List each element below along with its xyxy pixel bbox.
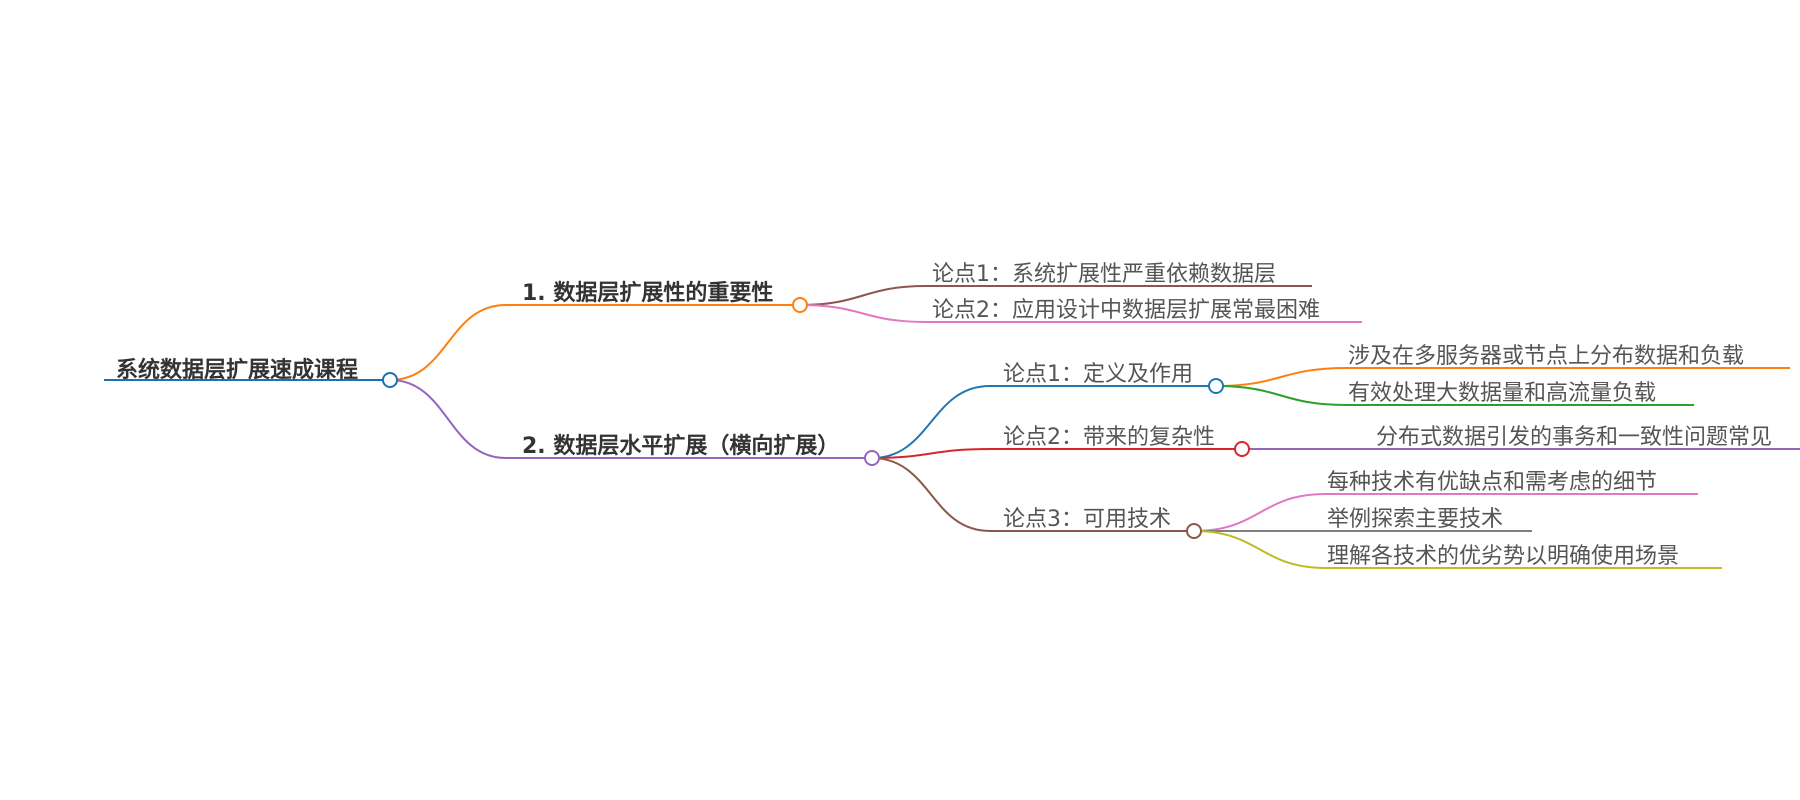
point-2-collapse-toggle[interactable] — [1234, 441, 1250, 457]
point-3-collapse-toggle[interactable] — [1186, 523, 1202, 539]
point-1-collapse-toggle[interactable] — [1208, 378, 1224, 394]
edge-branch-2-point-3 — [871, 457, 991, 532]
branch-2-collapse-toggle[interactable] — [864, 450, 880, 466]
root-collapse-toggle[interactable] — [382, 372, 398, 388]
branch-2-topic: 2. 数据层水平扩展（横向扩展） — [522, 433, 839, 459]
branch-1-topic: 1. 数据层扩展性的重要性 — [522, 280, 773, 306]
mindmap-underlines — [104, 285, 1800, 569]
root-topic: 系统数据层扩展速成课程 — [116, 357, 358, 383]
edge-branch-1-point-2 — [799, 304, 927, 323]
branch-1-collapse-toggle[interactable] — [792, 297, 808, 313]
edge-point-3-detail-3 — [1193, 530, 1327, 569]
detail-3-3-topic: 理解各技术的优劣势以明确使用场景 — [1327, 544, 1679, 569]
point-1-2-topic: 论点2：应用设计中数据层扩展常最困难 — [932, 298, 1320, 323]
point-1-1-topic: 论点1：系统扩展性严重依赖数据层 — [932, 262, 1276, 287]
edge-point-1-detail-1 — [1215, 367, 1347, 387]
point-2-1-topic: 论点1：定义及作用 — [1003, 362, 1193, 387]
edge-root-branch-2 — [389, 379, 507, 459]
mindmap-labels: 系统数据层扩展速成课程 1. 数据层扩展性的重要性 论点1：系统扩展性严重依赖数据层… — [116, 262, 1772, 569]
mindmap-knobs — [382, 297, 1250, 539]
detail-1-2-topic: 有效处理大数据量和高流量负载 — [1348, 381, 1656, 406]
detail-3-1-topic: 每种技术有优缺点和需考虑的细节 — [1327, 470, 1657, 495]
point-2-2-topic: 论点2：带来的复杂性 — [1003, 425, 1215, 450]
detail-3-2-topic: 举例探索主要技术 — [1327, 507, 1503, 532]
mindmap-edges — [389, 285, 1347, 569]
detail-1-1-topic: 涉及在多服务器或节点上分布数据和负载 — [1348, 344, 1744, 369]
edge-branch-2-point-1 — [871, 385, 991, 459]
edge-branch-2-point-2 — [871, 448, 991, 459]
point-2-3-topic: 论点3：可用技术 — [1003, 507, 1171, 532]
edge-point-3-detail-1 — [1193, 493, 1327, 532]
edge-point-1-detail-2 — [1215, 385, 1347, 406]
detail-2-1-topic: 分布式数据引发的事务和一致性问题常见 — [1376, 425, 1772, 450]
edge-branch-1-point-1 — [799, 285, 927, 306]
edge-root-branch-1 — [389, 304, 507, 381]
